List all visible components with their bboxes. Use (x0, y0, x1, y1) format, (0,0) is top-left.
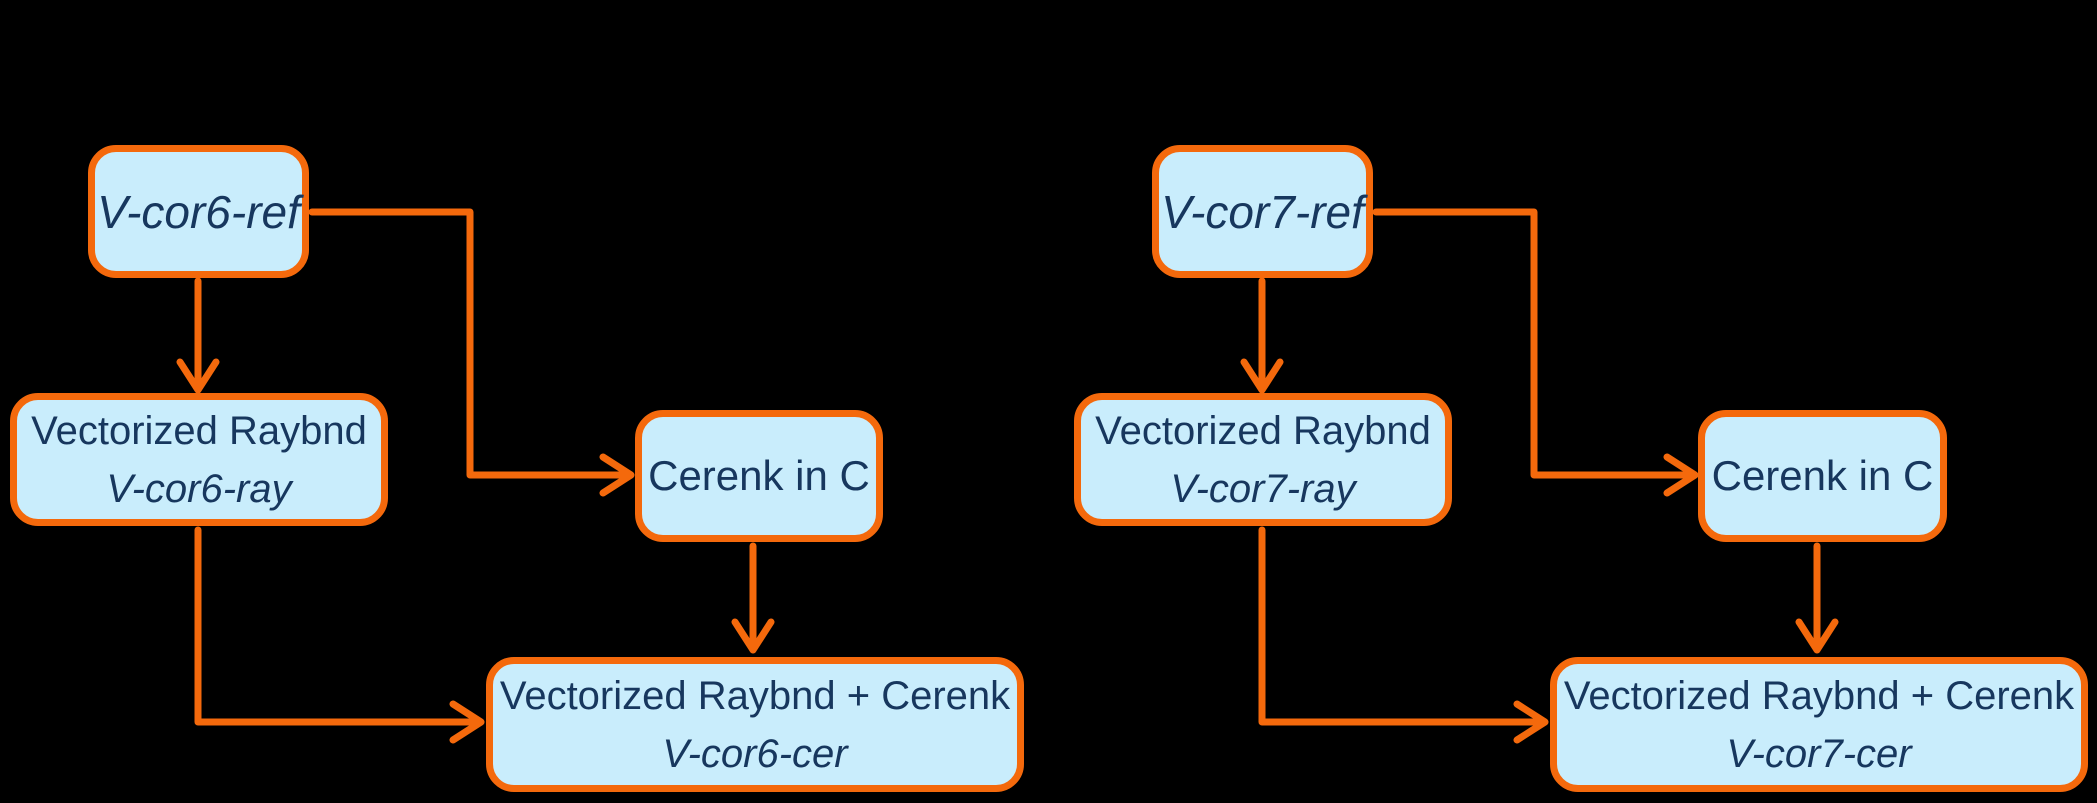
node-v-cor7-cer-title: Vectorized Raybnd + Cerenk (1563, 673, 2075, 718)
arrow-cor6-ref-to-ray (176, 277, 220, 394)
node-v-cor7-ref-label: V-cor7-ref (1161, 185, 1364, 238)
arrow-cor7-ref-to-ray (1240, 277, 1284, 394)
node-cerenk-left-label: Cerenk in C (648, 452, 870, 499)
node-cerenk-right-label: Cerenk in C (1711, 452, 1934, 499)
node-v-cor7-ray: Vectorized Raybnd V-cor7-ray (1074, 393, 1452, 526)
node-v-cor7-ray-subtitle: V-cor7-ray (1170, 466, 1356, 511)
node-v-cor6-ray-subtitle: V-cor6-ray (106, 466, 292, 511)
node-v-cor6-ref-label: V-cor6-ref (97, 185, 300, 238)
arrow-cor6-ray-to-combined (194, 526, 485, 744)
node-cerenk-in-c-right: Cerenk in C (1698, 410, 1947, 542)
node-v-cor6-ray: Vectorized Raybnd V-cor6-ray (10, 393, 388, 526)
arrow-cor7-ray-to-combined (1258, 526, 1549, 744)
node-v-cor7-ref: V-cor7-ref (1152, 145, 1373, 278)
node-cerenk-in-c-left: Cerenk in C (635, 410, 883, 542)
node-v-cor6-cer-title: Vectorized Raybnd + Cerenk (499, 673, 1011, 718)
node-v-cor7-cer: Vectorized Raybnd + Cerenk V-cor7-cer (1550, 657, 2088, 792)
arrow-cor7-ref-to-cerenk (1372, 208, 1699, 497)
node-v-cor6-cer: Vectorized Raybnd + Cerenk V-cor6-cer (486, 657, 1024, 792)
node-v-cor6-ref: V-cor6-ref (88, 145, 309, 278)
node-v-cor6-ray-title: Vectorized Raybnd (31, 408, 367, 453)
node-v-cor7-ray-title: Vectorized Raybnd (1095, 408, 1431, 453)
arrow-cor7-cerenk-to-combined (1795, 542, 1839, 654)
arrow-cor6-cerenk-to-combined (731, 542, 775, 654)
arrow-cor6-ref-to-cerenk (308, 208, 635, 497)
node-v-cor7-cer-subtitle: V-cor7-cer (1726, 731, 1912, 776)
node-v-cor6-cer-subtitle: V-cor6-cer (662, 731, 848, 776)
